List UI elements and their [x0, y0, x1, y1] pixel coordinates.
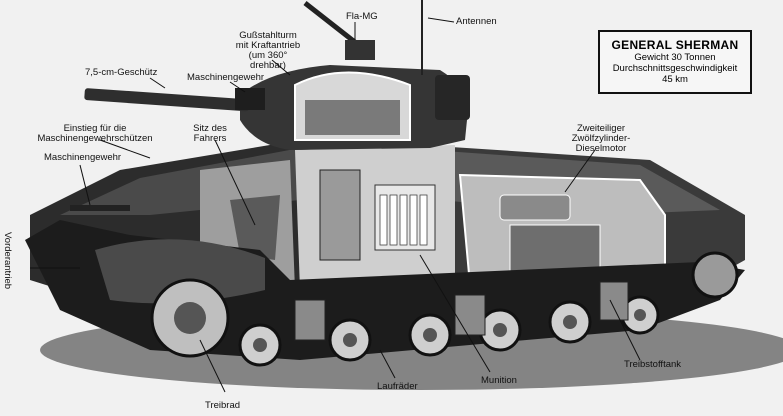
label-mg-turret: Maschinengewehr — [187, 72, 265, 83]
aa-mg-mount — [345, 40, 375, 60]
label-ammo: Munition — [481, 375, 517, 386]
label-sprocket: Treibrad — [205, 400, 241, 411]
title-box: GENERAL SHERMAN Gewicht 30 Tonnen Durchs… — [598, 30, 752, 94]
idler-wheel — [691, 251, 739, 299]
track-fender — [95, 239, 265, 304]
label-entry-line-1: Einstieg für die — [63, 123, 127, 134]
label-driver-line-1: Sitz des — [193, 123, 227, 134]
sprocket-hub — [174, 302, 206, 334]
label-entry: Einstieg für die Maschinengewehrschützen — [30, 124, 160, 144]
label-turret: Gußstahlturm mit Kraftantrieb (um 360° d… — [228, 31, 308, 71]
turret-basket — [319, 169, 361, 261]
bogies — [294, 281, 629, 341]
main-gun — [84, 88, 250, 112]
road-wheels — [238, 295, 660, 367]
speed-value: 45 km — [662, 74, 688, 85]
label-engine-line-2: Zwölfzylinder- — [571, 133, 631, 144]
engine-block — [499, 194, 571, 221]
label-wheels: Laufräder — [377, 381, 418, 392]
label-engine-line-1: Zweiteiliger — [576, 123, 626, 134]
label-antennen: Antennen — [456, 16, 497, 27]
label-driver-seat: Sitz des Fahrers — [187, 124, 233, 144]
label-turret-line-2: mit Kraftantrieb — [235, 40, 301, 51]
label-engine: Zweiteiliger Zwölfzylinder- Dieselmotor — [556, 124, 646, 154]
label-fla-mg: Fla-MG — [346, 11, 378, 22]
gun-mantlet — [235, 88, 265, 110]
label-turret-line-1: Gußstahlturm — [239, 30, 297, 41]
speed-label: Durchschnittsgeschwindigkeit — [612, 63, 738, 74]
label-driver-line-2: Fahrers — [193, 133, 227, 144]
hull-mg — [70, 205, 130, 211]
cupola — [435, 75, 470, 120]
label-turret-line-3: (um 360° — [248, 50, 288, 61]
label-fuel-tank: Treibstofftank — [624, 359, 682, 370]
leader-lines — [30, 17, 641, 393]
weight-text: Gewicht 30 Tonnen — [634, 52, 716, 63]
label-front-drive: Vorderantrieb — [2, 232, 13, 290]
label-turret-line-4: drehbar) — [250, 60, 286, 71]
tank-name: GENERAL SHERMAN — [611, 38, 739, 52]
engine-body — [509, 224, 601, 276]
ammo-shells — [379, 194, 428, 246]
wheel-hubs — [253, 309, 646, 352]
label-entry-line-2: Maschinengewehrschützen — [37, 133, 153, 144]
label-gun: 7,5-cm-Geschütz — [85, 67, 158, 78]
driver-seat — [230, 195, 280, 260]
gun-breech — [305, 100, 400, 135]
label-engine-line-3: Dieselmotor — [575, 143, 627, 154]
label-mg-hull: Maschinengewehr — [44, 152, 122, 163]
